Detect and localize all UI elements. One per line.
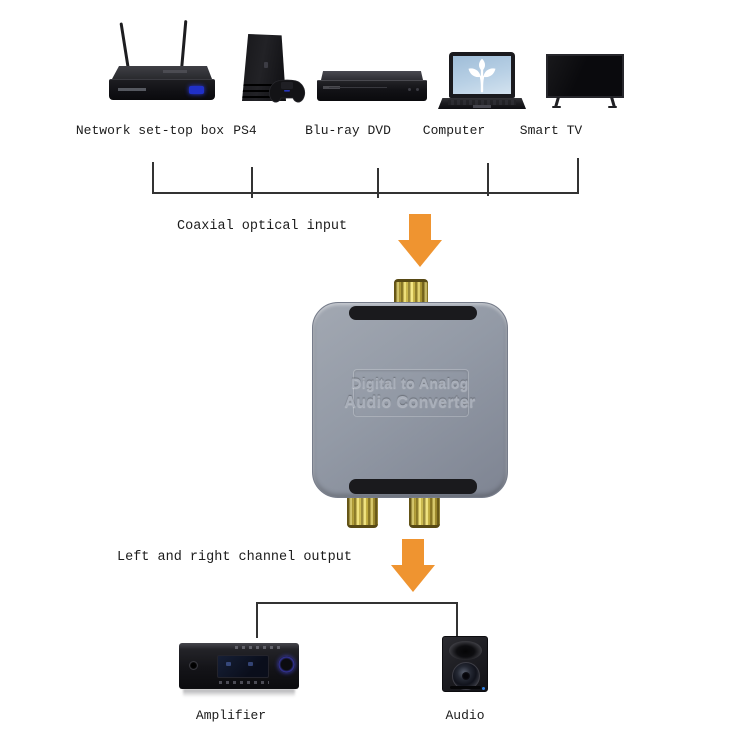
tv-foot — [552, 106, 561, 108]
antenna-icon — [119, 22, 130, 71]
device-label-blu-ray-dvd: Blu-ray DVD — [305, 123, 391, 138]
arrow-shaft — [409, 214, 431, 240]
network-set-top-box-icon — [105, 18, 217, 102]
bracket-tick — [456, 602, 458, 636]
gamepad-icon — [268, 79, 306, 103]
amplifier-icon — [179, 643, 299, 697]
optical-input-recess — [349, 306, 477, 320]
arrow-head — [398, 240, 442, 267]
speaker-cabinet — [442, 636, 488, 692]
bracket-tick — [577, 158, 579, 194]
amplifier-top-buttons — [235, 646, 281, 649]
amplifier-chassis — [179, 643, 299, 689]
player-button — [408, 88, 411, 91]
device-label-computer: Computer — [422, 123, 486, 138]
smart-tv-icon — [546, 54, 624, 108]
plant-icon — [468, 58, 496, 93]
speaker-logo — [482, 687, 485, 690]
audio-converter-device: Digital to Analog Audio Converter — [312, 302, 508, 498]
set-top-box-front — [109, 79, 215, 100]
output-caption: Left and right channel output — [117, 550, 352, 565]
arrow-shaft — [402, 539, 424, 565]
player-button — [416, 88, 419, 91]
converter-name-plate — [353, 369, 469, 417]
converter-title-line2: Audio Converter — [344, 394, 476, 411]
bracket-bar — [256, 602, 458, 604]
set-top-box-logo — [163, 70, 187, 73]
speaker-port-slot — [450, 686, 481, 689]
audio-speaker-icon — [442, 636, 488, 694]
set-top-box-top — [112, 66, 212, 79]
groove-line — [242, 90, 286, 92]
tv-foot — [608, 106, 617, 108]
speaker-tweeter — [449, 641, 482, 660]
down-arrow-output-icon — [391, 539, 435, 592]
tv-screen — [546, 54, 624, 98]
bracket-tick — [251, 167, 253, 198]
set-top-box-front-text — [118, 88, 146, 91]
device-label-ps4: PS4 — [233, 123, 257, 138]
display-glyph — [248, 662, 253, 666]
bracket-tick — [256, 602, 258, 638]
volume-knob — [278, 656, 295, 673]
display-glyph — [226, 662, 231, 666]
laptop-touchpad — [473, 105, 491, 108]
device-label-network-set-top-box: Network set-top box — [75, 123, 225, 138]
blu-ray-player-icon — [317, 71, 427, 104]
bracket-bar — [152, 192, 579, 194]
led-indicator — [189, 86, 204, 94]
ps4-console-icon — [238, 32, 308, 104]
laptop-icon — [438, 50, 526, 110]
amplifier-headphone-port — [189, 661, 198, 670]
amplifier-buttons — [219, 681, 269, 684]
device-label-audio: Audio — [445, 708, 485, 723]
device-label-smart-tv: Smart TV — [519, 123, 583, 138]
groove-line — [242, 96, 286, 98]
ps-logo — [264, 62, 268, 68]
disc-tray-line — [329, 87, 387, 88]
rca-connector-right-output — [409, 497, 440, 528]
bracket-tick — [487, 163, 489, 196]
arrow-head — [391, 565, 435, 592]
converter-title-line1: Digital to Analog — [351, 375, 469, 391]
device-label-amplifier: Amplifier — [195, 708, 267, 723]
antenna-icon — [180, 20, 188, 71]
down-arrow-input-icon — [398, 214, 442, 267]
amplifier-display — [217, 655, 269, 678]
bracket-tick — [377, 168, 379, 198]
rca-connector-left-output — [347, 497, 378, 528]
laptop-screen — [453, 56, 511, 94]
laptop-screen-frame — [449, 52, 515, 98]
speaker-dust-cap — [462, 672, 470, 680]
groove-line — [242, 84, 286, 86]
rca-output-recess — [349, 479, 477, 494]
player-top — [321, 71, 423, 80]
laptop-keyboard — [448, 100, 516, 105]
bracket-tick — [152, 162, 154, 194]
input-caption: Coaxial optical input — [177, 219, 348, 234]
player-front — [317, 80, 427, 101]
amplifier-reflection — [183, 689, 295, 697]
